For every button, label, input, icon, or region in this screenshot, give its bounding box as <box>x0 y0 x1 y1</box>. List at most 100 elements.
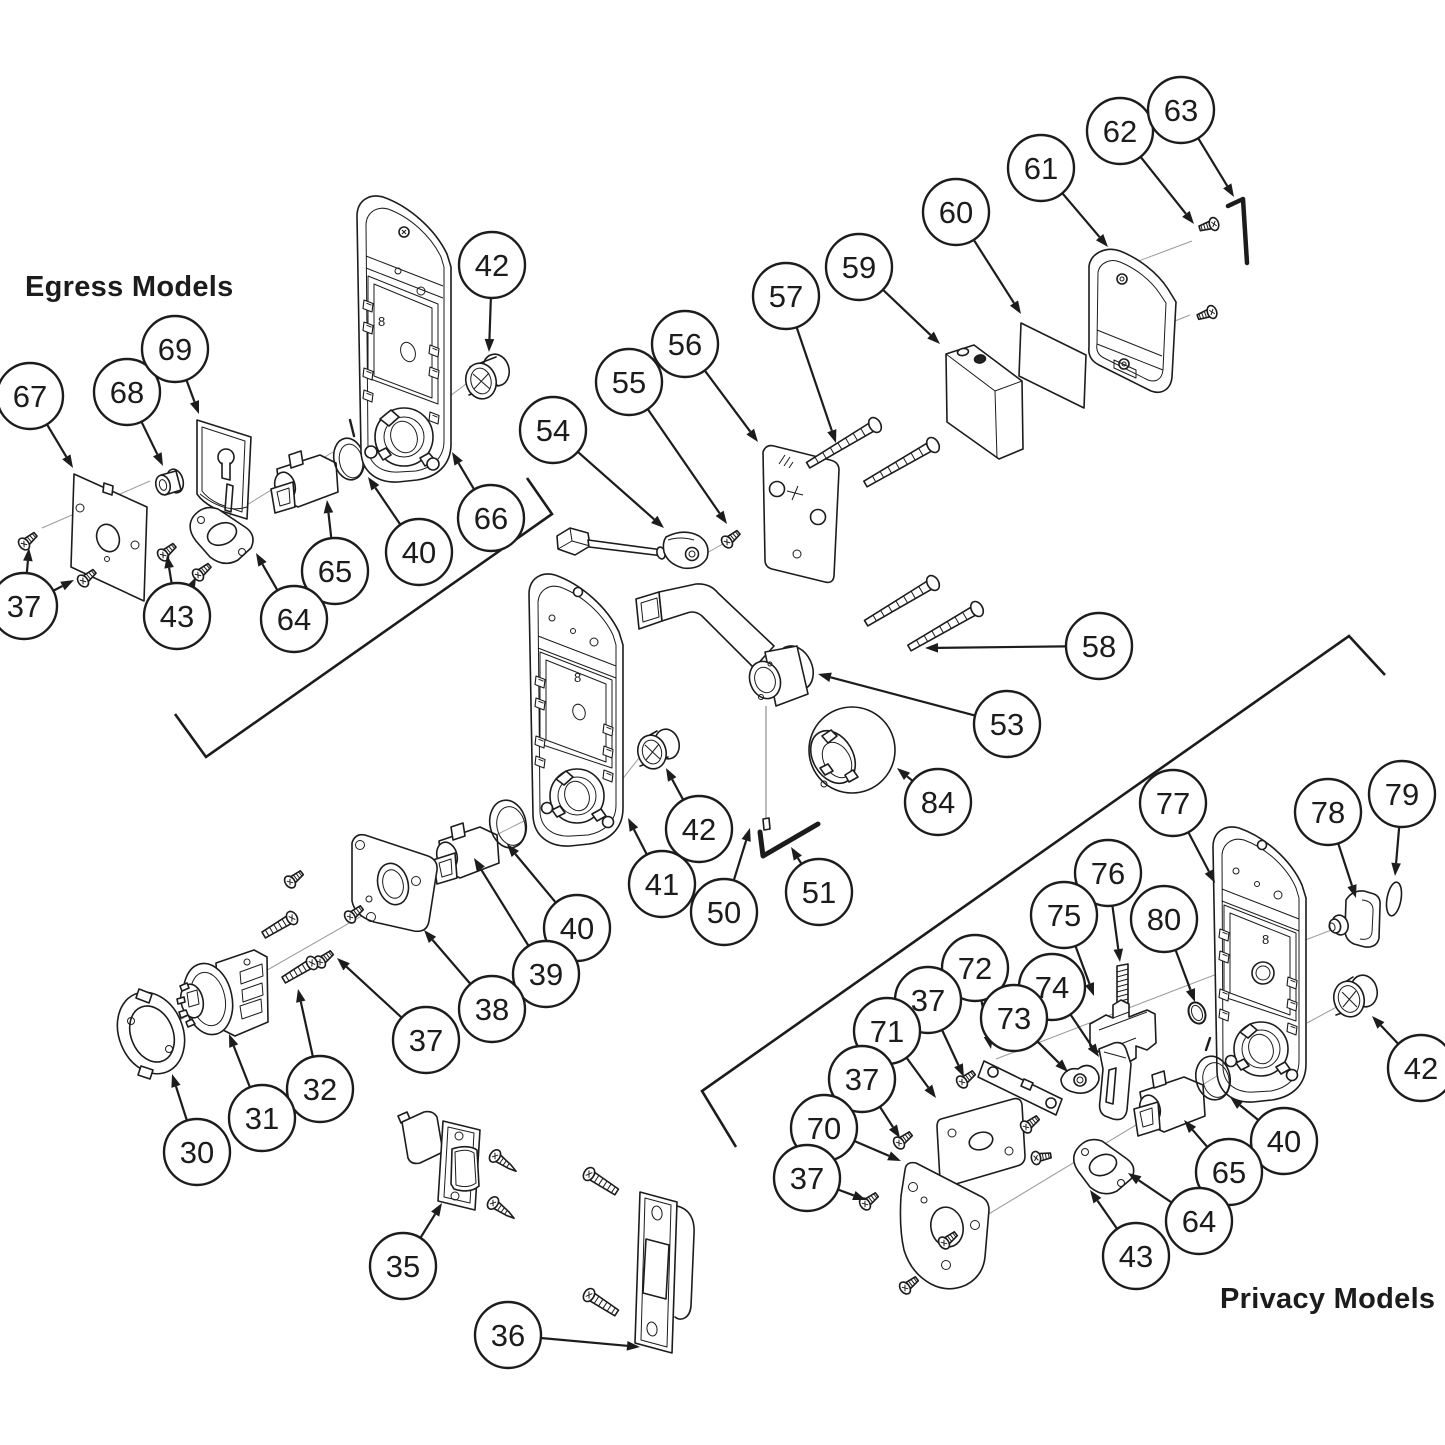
callout-circle <box>1138 768 1208 838</box>
battery-cover <box>1088 248 1177 393</box>
allen-wrench-51 <box>757 821 821 859</box>
callout-65: 65 <box>300 500 370 606</box>
callout-number: 37 <box>845 1062 879 1097</box>
callout-67: 67 <box>0 361 73 468</box>
leader-line <box>1138 1179 1173 1204</box>
leader-arrowhead <box>171 1074 181 1088</box>
callout-number: 72 <box>958 951 992 986</box>
interior-housing <box>528 573 624 847</box>
callout-number: 56 <box>668 327 702 362</box>
leader-arrowhead <box>296 989 306 1003</box>
allen-key-63 <box>1225 196 1250 266</box>
leader-line <box>299 1001 314 1058</box>
leader-line <box>488 297 492 340</box>
callout-circle <box>368 1231 438 1301</box>
callout-63: 63 <box>1146 75 1234 197</box>
leader-line <box>261 563 279 591</box>
leader-line <box>457 462 476 491</box>
callout-circle <box>664 794 734 864</box>
leader-arrowhead <box>852 1190 866 1200</box>
chassis-plate <box>351 833 438 933</box>
leader-arrowhead <box>1391 862 1401 876</box>
callout-circle <box>751 261 821 331</box>
callout-41: 41 <box>627 818 697 919</box>
leader-arrowhead <box>1347 884 1357 898</box>
thumbturn-cap <box>1385 881 1403 917</box>
callout-number: 64 <box>277 602 311 637</box>
leader-line <box>185 379 196 403</box>
callout-circle <box>1006 133 1076 203</box>
privacy-divider-line <box>700 634 1386 1148</box>
callout-37: 37 <box>337 958 461 1075</box>
callout-number: 69 <box>158 332 192 367</box>
callout-number: 62 <box>1103 114 1137 149</box>
callout-number: 53 <box>990 707 1024 742</box>
leader-arrowhead <box>741 828 751 842</box>
privacy-collar <box>1332 974 1379 1018</box>
callout-number: 43 <box>160 599 194 634</box>
leader-arrowhead <box>337 958 350 971</box>
callout-number: 73 <box>997 1001 1031 1036</box>
exploded-parts <box>15 195 1403 1354</box>
callout-circle <box>627 849 697 919</box>
callout-circle <box>1064 611 1134 681</box>
callout-number: 37 <box>7 589 41 624</box>
callout-number: 65 <box>1212 1155 1246 1190</box>
callout-66: 66 <box>452 452 526 553</box>
callout-30: 30 <box>162 1074 232 1187</box>
callout-number: 42 <box>682 812 716 847</box>
leader-line <box>1111 905 1120 950</box>
callout-number: 75 <box>1047 898 1081 933</box>
leader-arrowhead <box>164 555 174 569</box>
leader-line <box>25 560 29 574</box>
callout-42: 42 <box>664 768 734 864</box>
leader-arrowhead <box>927 331 940 344</box>
leader-arrowhead <box>62 454 73 468</box>
callout-circle <box>1029 880 1099 950</box>
leader-line <box>1139 156 1187 215</box>
leader-line <box>1074 945 1091 985</box>
leader-arrowhead <box>368 477 380 491</box>
callout-circle <box>1164 1186 1234 1256</box>
callout-number: 66 <box>474 501 508 536</box>
callout-circle <box>92 357 162 427</box>
thumbturn <box>1328 890 1381 948</box>
leader-arrowhead <box>1223 183 1234 197</box>
egress-gasket <box>189 506 254 565</box>
leader-line <box>1174 949 1192 991</box>
leader-arrowhead <box>424 930 437 943</box>
callout-circle <box>0 571 59 641</box>
section-dividers <box>173 477 1386 1148</box>
leader-arrowhead <box>1372 1016 1385 1029</box>
callout-number: 42 <box>475 248 509 283</box>
leader-arrowhead <box>818 672 832 682</box>
callout-64: 64 <box>256 553 329 654</box>
callout-circle <box>142 581 212 651</box>
callout-number: 84 <box>921 785 955 820</box>
leader-arrowhead <box>507 844 520 858</box>
leader-arrowhead <box>791 847 802 861</box>
leader-arrowhead <box>431 1203 442 1217</box>
callout-number: 50 <box>707 895 741 930</box>
interior-spindle <box>432 822 500 885</box>
callout-39: 39 <box>474 858 581 1009</box>
callout-number: 59 <box>842 250 876 285</box>
callout-40: 40 <box>368 477 454 587</box>
egress-collar <box>464 353 511 400</box>
privacy-plate-70 <box>899 1161 990 1290</box>
callout-circle <box>518 395 588 465</box>
callout-number: 76 <box>1091 856 1125 891</box>
leader-line <box>703 369 752 433</box>
privacy-models-label: Privacy Models <box>1220 1283 1435 1315</box>
callout-number: 30 <box>180 1135 214 1170</box>
leader-arrowhead <box>897 768 911 780</box>
callout-circle <box>384 517 454 587</box>
callout-circle <box>1101 1221 1171 1291</box>
callout-73: 73 <box>979 983 1068 1072</box>
callout-circle <box>921 177 991 247</box>
callout-number: 37 <box>911 983 945 1018</box>
leader-arrowhead <box>474 858 485 872</box>
leader-arrowhead <box>1204 869 1215 883</box>
callout-54: 54 <box>518 395 664 528</box>
